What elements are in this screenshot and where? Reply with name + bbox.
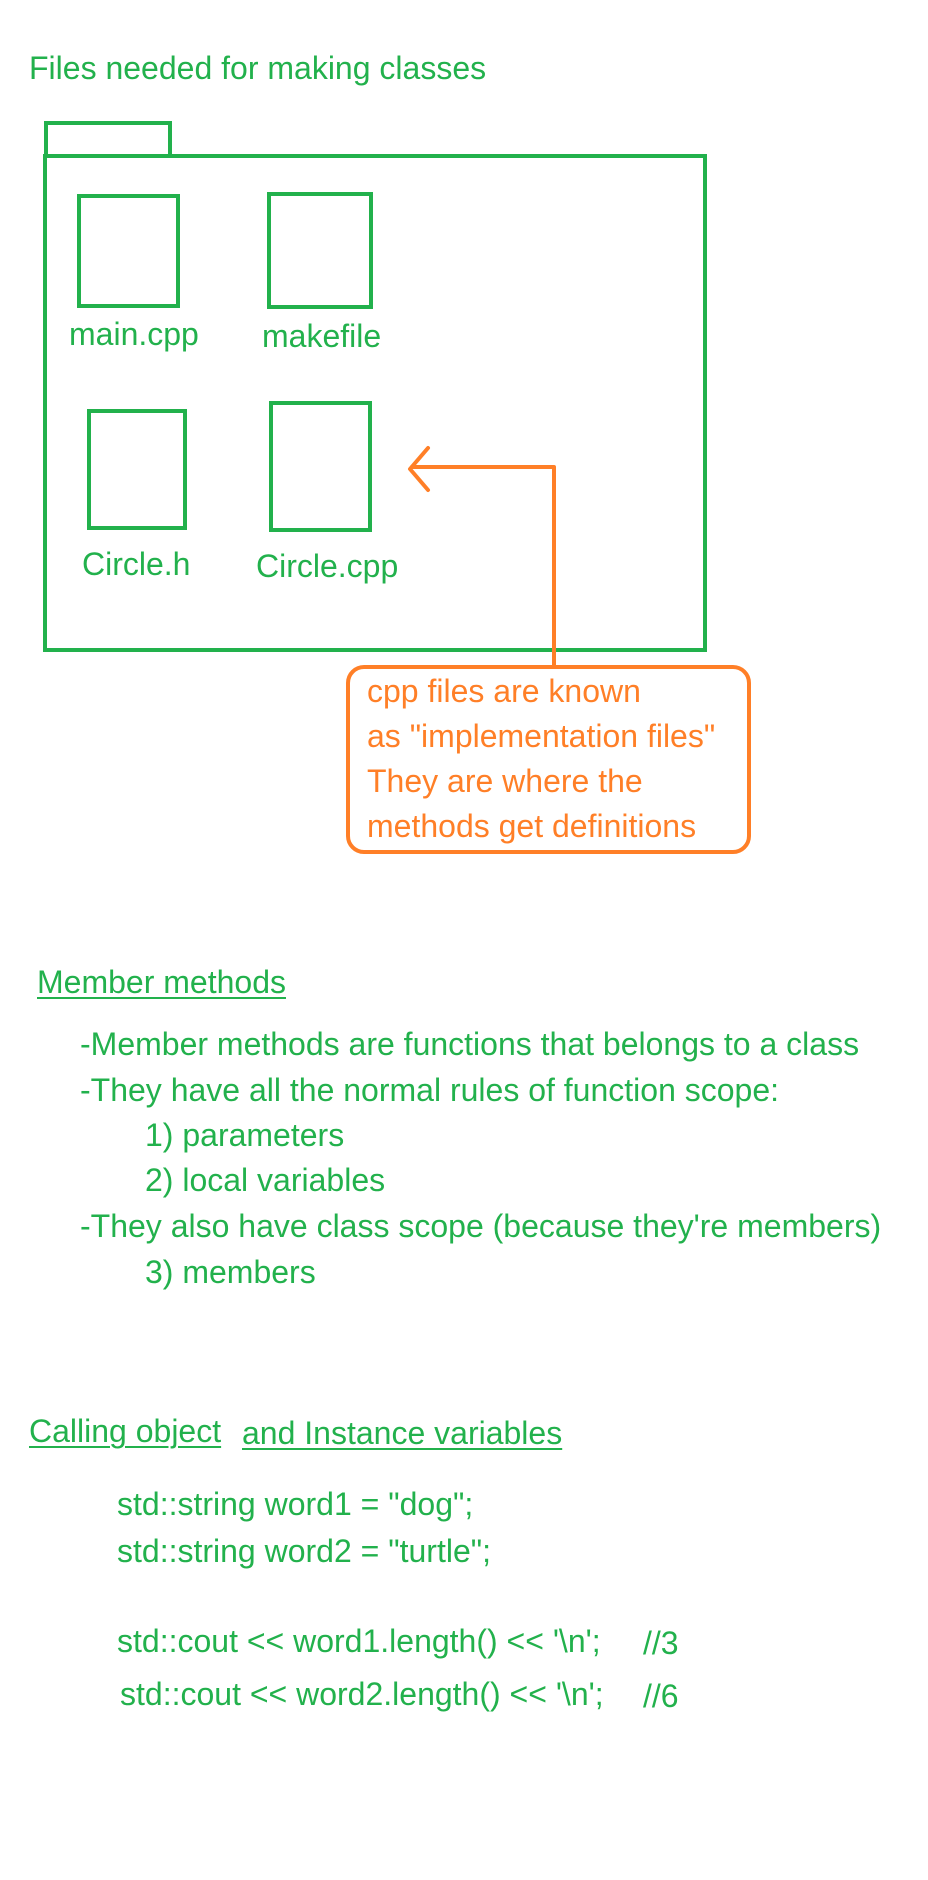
code-line-3: std::cout << word1.length() << '\n';: [117, 1623, 601, 1659]
page-title: Files needed for making classes: [29, 50, 487, 86]
circle-cpp-file-icon: [269, 401, 372, 532]
callout-line-4: methods get definitions: [367, 808, 697, 844]
callout-line-3: They are where the: [367, 763, 643, 799]
code-comment-2: //6: [643, 1678, 679, 1714]
main-cpp-label: main.cpp: [69, 316, 199, 352]
instance-variables-title: and Instance variables: [242, 1415, 563, 1451]
member-methods-line-1: -Member methods are functions that belon…: [80, 1026, 860, 1062]
arrow-head: [408, 446, 430, 492]
arrow-line: [410, 465, 556, 667]
circle-h-file-icon: [87, 409, 187, 530]
circle-cpp-label: Circle.cpp: [256, 548, 399, 584]
folder-body: [43, 154, 707, 652]
code-line-2: std::string word2 = "turtle";: [117, 1533, 491, 1569]
member-methods-title: Member methods: [37, 964, 286, 1000]
callout-box: [346, 665, 751, 854]
makefile-label: makefile: [262, 318, 382, 354]
code-line-1: std::string word1 = "dog";: [117, 1486, 474, 1522]
member-methods-line-2: -They have all the normal rules of funct…: [80, 1072, 780, 1108]
main-cpp-file-icon: [77, 194, 180, 308]
folder-icon: [43, 121, 707, 652]
member-methods-line-6: 3) members: [145, 1254, 316, 1290]
code-comment-1: //3: [643, 1625, 679, 1661]
arrow-icon: [408, 446, 556, 667]
callout-line-2: as "implementation files": [367, 718, 716, 754]
member-methods-line-3: 1) parameters: [145, 1117, 345, 1153]
member-methods-line-5: -They also have class scope (because the…: [80, 1208, 882, 1244]
calling-object-title: Calling object: [29, 1413, 222, 1449]
code-line-4: std::cout << word2.length() << '\n';: [120, 1676, 604, 1712]
circle-h-label: Circle.h: [82, 546, 191, 582]
member-methods-line-4: 2) local variables: [145, 1162, 386, 1198]
makefile-file-icon: [267, 192, 373, 309]
callout-line-1: cpp files are known: [367, 673, 641, 709]
folder-tab: [44, 121, 172, 158]
